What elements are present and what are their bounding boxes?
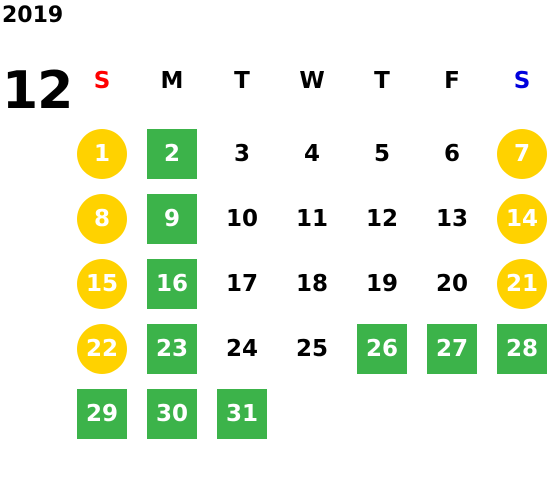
day-number: 21: [497, 258, 547, 309]
day-cell[interactable]: 11: [277, 186, 347, 251]
day-cell[interactable]: 28: [487, 316, 548, 381]
weekday-header: M: [160, 68, 184, 94]
day-number: 3: [233, 140, 250, 167]
day-cell[interactable]: 30: [137, 381, 207, 446]
day-cell[interactable]: 5: [347, 121, 417, 186]
day-cell[interactable]: 20: [417, 251, 487, 316]
weekday-header: T: [374, 68, 390, 94]
day-number: 14: [497, 193, 547, 244]
day-number: 31: [217, 388, 267, 439]
day-number: 5: [373, 140, 390, 167]
day-cell[interactable]: 7: [487, 121, 548, 186]
day-cell[interactable]: 18: [277, 251, 347, 316]
day-cell[interactable]: 29: [67, 381, 137, 446]
month-number: 12: [2, 61, 73, 121]
day-cell[interactable]: 8: [67, 186, 137, 251]
day-cell[interactable]: 13: [417, 186, 487, 251]
day-cell[interactable]: 2: [137, 121, 207, 186]
day-cell[interactable]: 27: [417, 316, 487, 381]
day-number: 12: [365, 205, 398, 232]
day-number: 13: [435, 205, 468, 232]
day-cell[interactable]: 9: [137, 186, 207, 251]
day-cell[interactable]: 16: [137, 251, 207, 316]
weekday-header: S: [93, 68, 111, 94]
day-number: 26: [357, 323, 407, 374]
day-number: 16: [147, 258, 197, 309]
day-cell[interactable]: 26: [347, 316, 417, 381]
day-number: 10: [225, 205, 258, 232]
day-number: 1: [77, 128, 127, 179]
day-number: 15: [77, 258, 127, 309]
day-number: 22: [77, 323, 127, 374]
day-cell[interactable]: 14: [487, 186, 548, 251]
day-number: 23: [147, 323, 197, 374]
day-number: 24: [225, 335, 258, 362]
day-number: 7: [497, 128, 547, 179]
day-cell[interactable]: 4: [277, 121, 347, 186]
day-cell[interactable]: 19: [347, 251, 417, 316]
day-cell[interactable]: 24: [207, 316, 277, 381]
day-number: 20: [435, 270, 468, 297]
day-cell[interactable]: 22: [67, 316, 137, 381]
day-number: 4: [303, 140, 320, 167]
day-number: 19: [365, 270, 398, 297]
day-number: 27: [427, 323, 477, 374]
day-number: 28: [497, 323, 547, 374]
weekday-header: T: [234, 68, 250, 94]
day-number: 8: [77, 193, 127, 244]
day-number: 29: [77, 388, 127, 439]
day-cell[interactable]: 6: [417, 121, 487, 186]
day-number: 11: [295, 205, 328, 232]
day-number: 18: [295, 270, 328, 297]
day-cell[interactable]: 17: [207, 251, 277, 316]
day-number: 2: [147, 128, 197, 179]
day-cell[interactable]: 15: [67, 251, 137, 316]
day-cell[interactable]: 12: [347, 186, 417, 251]
day-cell[interactable]: 23: [137, 316, 207, 381]
weekday-header: F: [444, 68, 460, 94]
weekday-header: W: [299, 68, 325, 94]
day-cell[interactable]: 31: [207, 381, 277, 446]
year-label: 2019: [2, 3, 64, 28]
day-cell[interactable]: 1: [67, 121, 137, 186]
day-number: 25: [295, 335, 328, 362]
day-number: 6: [443, 140, 460, 167]
day-cell[interactable]: 10: [207, 186, 277, 251]
day-cell[interactable]: 25: [277, 316, 347, 381]
day-number: 17: [225, 270, 258, 297]
day-number: 9: [147, 193, 197, 244]
day-cell[interactable]: 21: [487, 251, 548, 316]
weekday-header: S: [513, 68, 531, 94]
day-number: 30: [147, 388, 197, 439]
day-cell[interactable]: 3: [207, 121, 277, 186]
